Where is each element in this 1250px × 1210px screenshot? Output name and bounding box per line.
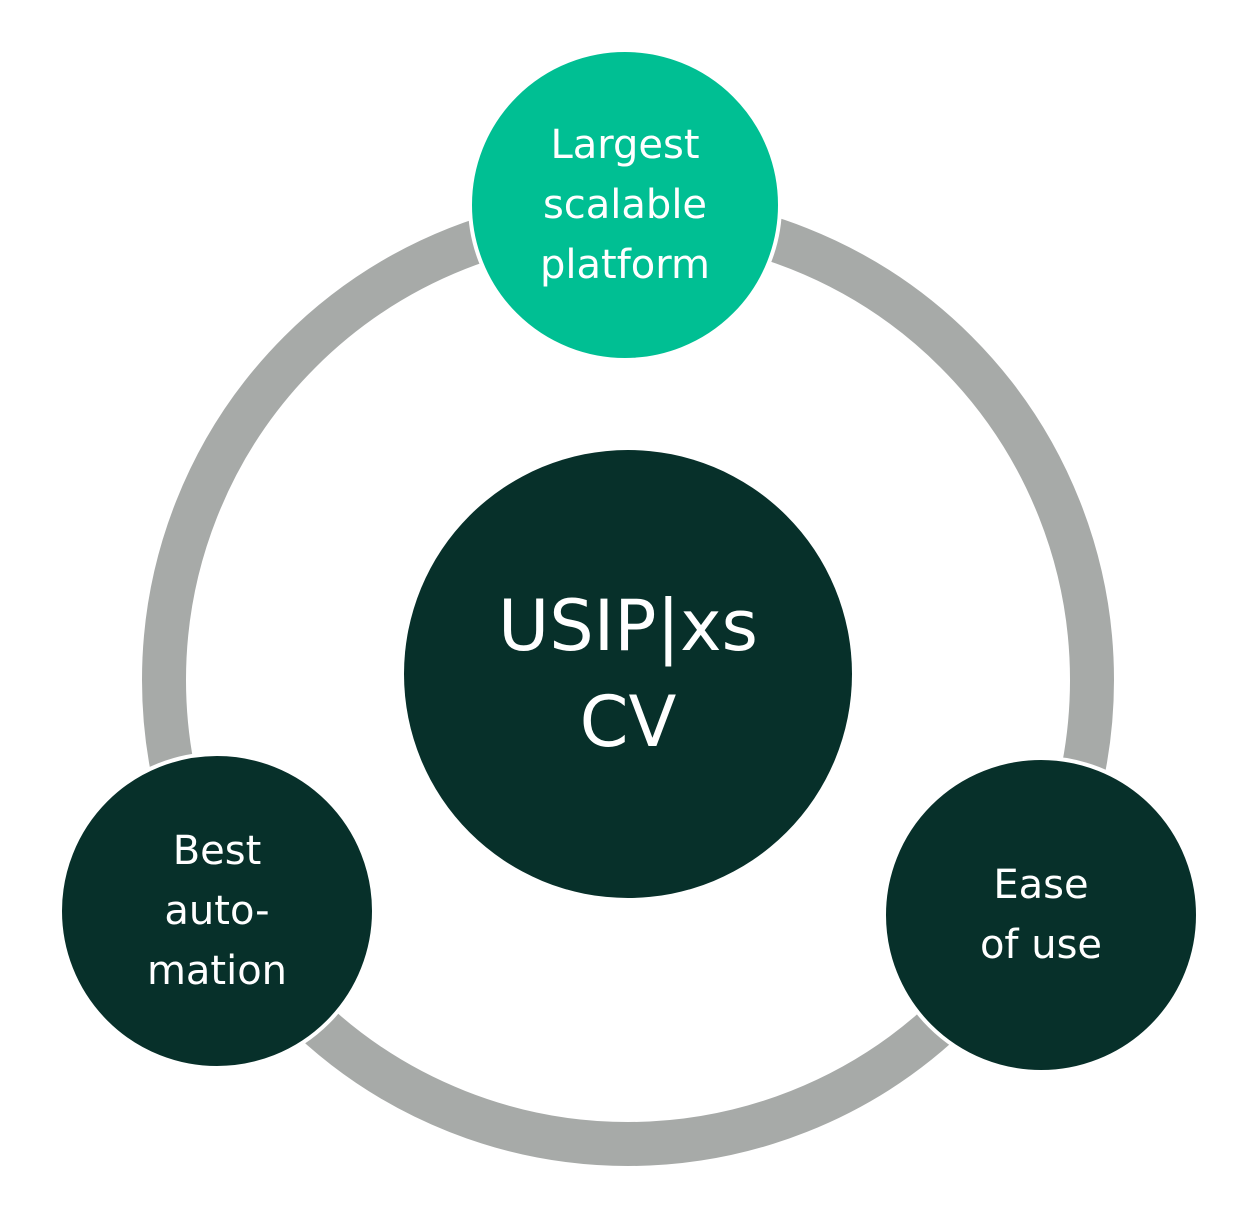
feature-node-ease-of-use: Ease of use xyxy=(882,756,1200,1074)
feature-node-largest-scalable-platform: Largest scalable platform xyxy=(468,48,782,362)
feature-label-line: Best xyxy=(172,828,262,874)
feature-label-line: scalable xyxy=(542,182,708,228)
product-variant: CV xyxy=(579,681,677,763)
feature-label-line: Largest xyxy=(550,122,700,168)
feature-label-line: of use xyxy=(979,922,1103,968)
feature-label-line: platform xyxy=(540,242,710,288)
feature-label-line: Ease xyxy=(993,862,1089,908)
feature-label-line: auto- xyxy=(164,888,270,934)
product-name: USIP|xs xyxy=(497,585,758,667)
feature-node-best-automation: Best auto- mation xyxy=(58,752,376,1070)
feature-label-line: mation xyxy=(146,948,288,994)
center-node-product: USIP|xs CV xyxy=(404,450,852,898)
